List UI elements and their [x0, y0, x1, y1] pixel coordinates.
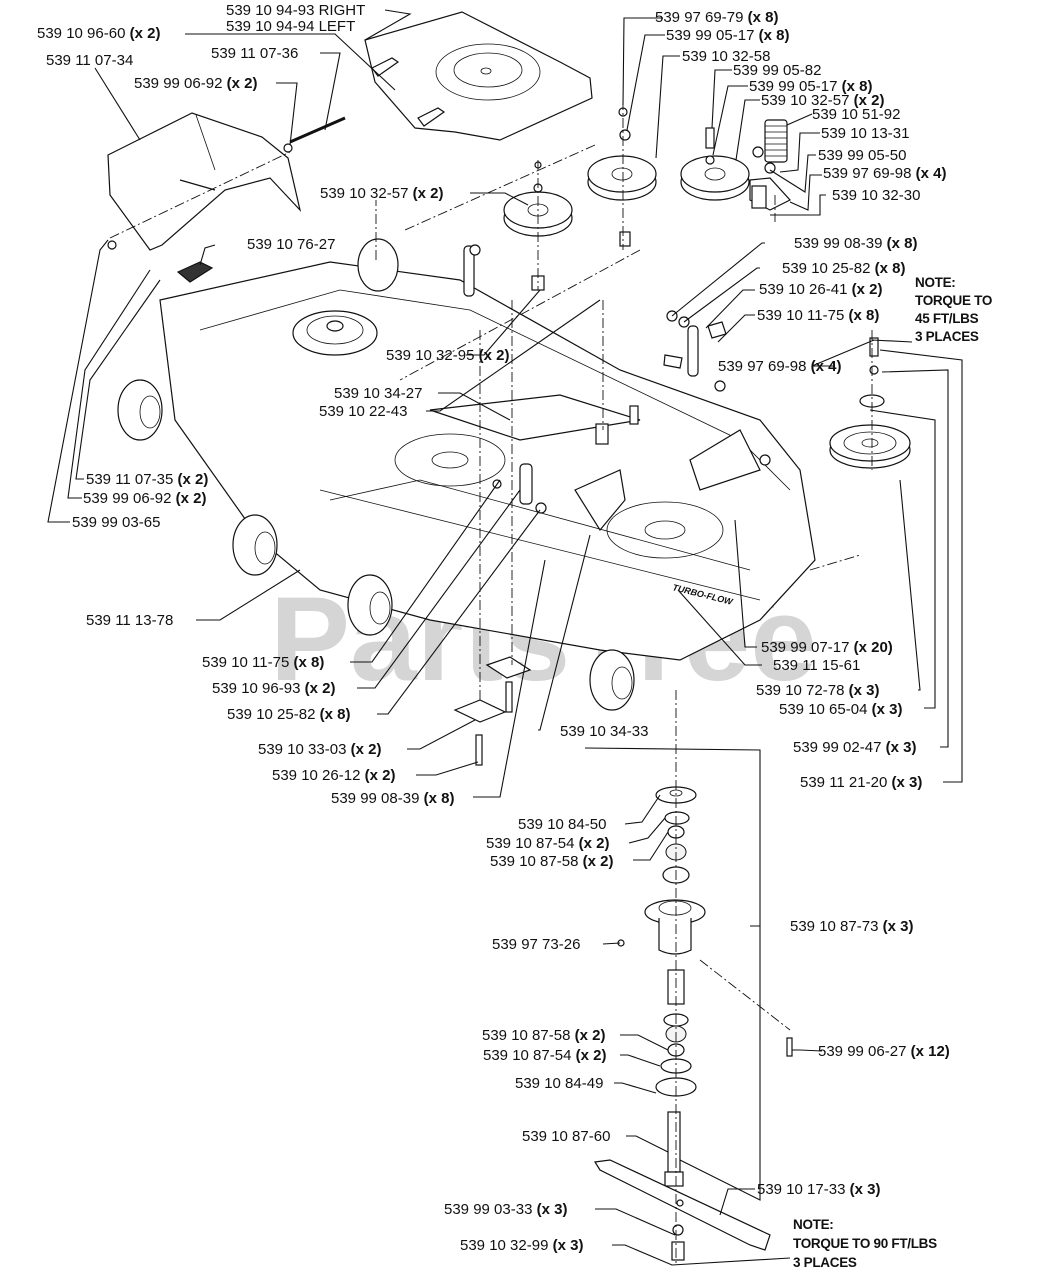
part-label[interactable]: 539 10 84-49 — [515, 1075, 603, 1092]
idler-arm-spring — [749, 119, 791, 211]
part-label[interactable]: 539 10 11-75 (x 8) — [202, 654, 324, 671]
part-label[interactable]: 539 10 32-30 — [832, 187, 920, 204]
part-label[interactable]: 539 11 15-61 — [773, 657, 860, 674]
svg-text:NOTE:: NOTE: — [793, 1217, 834, 1232]
svg-text:45 FT/LBS: 45 FT/LBS — [915, 311, 979, 326]
svg-text:3 PLACES: 3 PLACES — [793, 1255, 857, 1270]
part-label[interactable]: 539 99 05-17 (x 8) — [666, 27, 789, 44]
part-label[interactable]: 539 11 13-78 — [86, 612, 173, 629]
part-label[interactable]: 539 10 87-58 (x 2) — [490, 853, 613, 870]
part-label[interactable]: 539 11 21-20 (x 3) — [800, 774, 922, 791]
spindle-assembly — [617, 786, 793, 1187]
svg-text:NOTE:: NOTE: — [915, 275, 956, 290]
part-label[interactable]: 539 10 32-99 (x 3) — [460, 1237, 583, 1254]
svg-text:TORQUE TO: TORQUE TO — [915, 293, 992, 308]
part-label[interactable]: 539 10 65-04 (x 3) — [779, 701, 902, 718]
part-label[interactable]: 539 10 26-41 (x 2) — [759, 281, 882, 298]
part-label[interactable]: 539 11 07-34 — [46, 52, 133, 69]
part-label[interactable]: 539 10 13-31 — [821, 125, 909, 142]
part-label[interactable]: 539 10 94-94 LEFT — [226, 18, 355, 35]
part-label[interactable]: 539 99 05-17 (x 8) — [749, 78, 872, 95]
part-label[interactable]: 539 10 87-60 — [522, 1128, 610, 1145]
part-label[interactable]: 539 10 32-57 (x 2) — [320, 185, 443, 202]
spindle-pulley-right — [829, 337, 911, 469]
discharge-chute — [107, 112, 346, 251]
part-label[interactable]: 539 99 07-17 (x 20) — [761, 639, 893, 656]
part-label[interactable]: 539 10 32-57 (x 2) — [761, 92, 884, 109]
part-label[interactable]: 539 99 06-27 (x 12) — [818, 1043, 950, 1060]
torque-note-45: NOTE: TORQUE TO 45 FT/LBS 3 PLACES — [915, 275, 992, 344]
part-label[interactable]: 539 99 06-92 (x 2) — [83, 490, 206, 507]
part-label[interactable]: 539 10 22-43 — [319, 403, 407, 420]
part-label[interactable]: 539 10 17-33 (x 3) — [757, 1181, 880, 1198]
deflector-spring — [176, 261, 214, 283]
part-label[interactable]: 539 10 87-54 (x 2) — [486, 835, 609, 852]
part-label[interactable]: 539 99 05-82 — [733, 62, 821, 79]
part-label[interactable]: 539 99 03-33 (x 3) — [444, 1201, 567, 1218]
part-label[interactable]: 539 97 69-98 (x 4) — [718, 358, 841, 375]
idler-pulleys — [503, 107, 750, 291]
part-label[interactable]: 539 10 96-93 (x 2) — [212, 680, 335, 697]
part-label[interactable]: 539 11 07-35 (x 2) — [86, 471, 208, 488]
mower-blade — [593, 1159, 771, 1261]
part-label[interactable]: 539 10 96-60 (x 2) — [37, 25, 160, 42]
part-label[interactable]: 539 10 33-03 (x 2) — [258, 741, 381, 758]
svg-text:3 PLACES: 3 PLACES — [915, 329, 979, 344]
part-label[interactable]: 539 10 76-27 — [247, 236, 335, 253]
torque-note-90: NOTE: TORQUE TO 90 FT/LBS 3 PLACES — [793, 1217, 937, 1270]
part-label[interactable]: 539 10 87-54 (x 2) — [483, 1047, 606, 1064]
part-label[interactable]: 539 10 25-82 (x 8) — [227, 706, 350, 723]
svg-text:TORQUE TO 90 FT/LBS: TORQUE TO 90 FT/LBS — [793, 1236, 937, 1251]
part-label[interactable]: 539 99 08-39 (x 8) — [331, 790, 454, 807]
part-label[interactable]: 539 99 05-50 — [818, 147, 906, 164]
bracket-hardware-left — [463, 244, 626, 532]
wear-plates — [453, 656, 532, 766]
part-label[interactable]: 539 10 84-50 — [518, 816, 606, 833]
part-label[interactable]: 539 10 34-27 — [334, 385, 422, 402]
part-labels: 539 10 94-93 RIGHT 539 10 94-94 LEFT 539… — [37, 2, 950, 1254]
deck-pulley-left — [292, 310, 378, 356]
part-label[interactable]: 539 99 08-39 (x 8) — [794, 235, 917, 252]
belt-cover-plate — [364, 11, 593, 141]
cutting-deck-shell: TURBO-FLOW — [159, 261, 816, 661]
part-label[interactable]: 539 11 07-36 — [211, 45, 298, 62]
part-label[interactable]: 539 97 73-26 — [492, 936, 580, 953]
part-label[interactable]: 539 99 02-47 (x 3) — [793, 739, 916, 756]
part-label[interactable]: 539 97 69-98 (x 4) — [823, 165, 946, 182]
part-label[interactable]: 539 10 87-73 (x 3) — [790, 918, 913, 935]
part-label[interactable]: 539 10 34-33 — [560, 723, 648, 740]
part-label[interactable]: 539 10 25-82 (x 8) — [782, 260, 905, 277]
part-label[interactable]: 539 10 32-58 — [682, 48, 770, 65]
deck-wheels — [117, 238, 635, 711]
part-label[interactable]: 539 10 87-58 (x 2) — [482, 1027, 605, 1044]
part-label[interactable]: 539 10 11-75 (x 8) — [757, 307, 879, 324]
part-label[interactable]: 539 10 94-93 RIGHT — [226, 2, 365, 19]
leader-lines — [47, 9, 963, 1266]
part-label[interactable]: 539 10 26-12 (x 2) — [272, 767, 395, 784]
part-label[interactable]: 539 99 03-65 — [72, 514, 160, 531]
part-label[interactable]: 539 99 06-92 (x 2) — [134, 75, 257, 92]
part-label[interactable]: 539 10 32-95 (x 2) — [386, 347, 509, 364]
part-label[interactable]: 539 10 72-78 (x 3) — [756, 682, 879, 699]
part-label[interactable]: 539 97 69-79 (x 8) — [655, 9, 778, 26]
part-label[interactable]: 539 10 51-92 — [812, 106, 900, 123]
